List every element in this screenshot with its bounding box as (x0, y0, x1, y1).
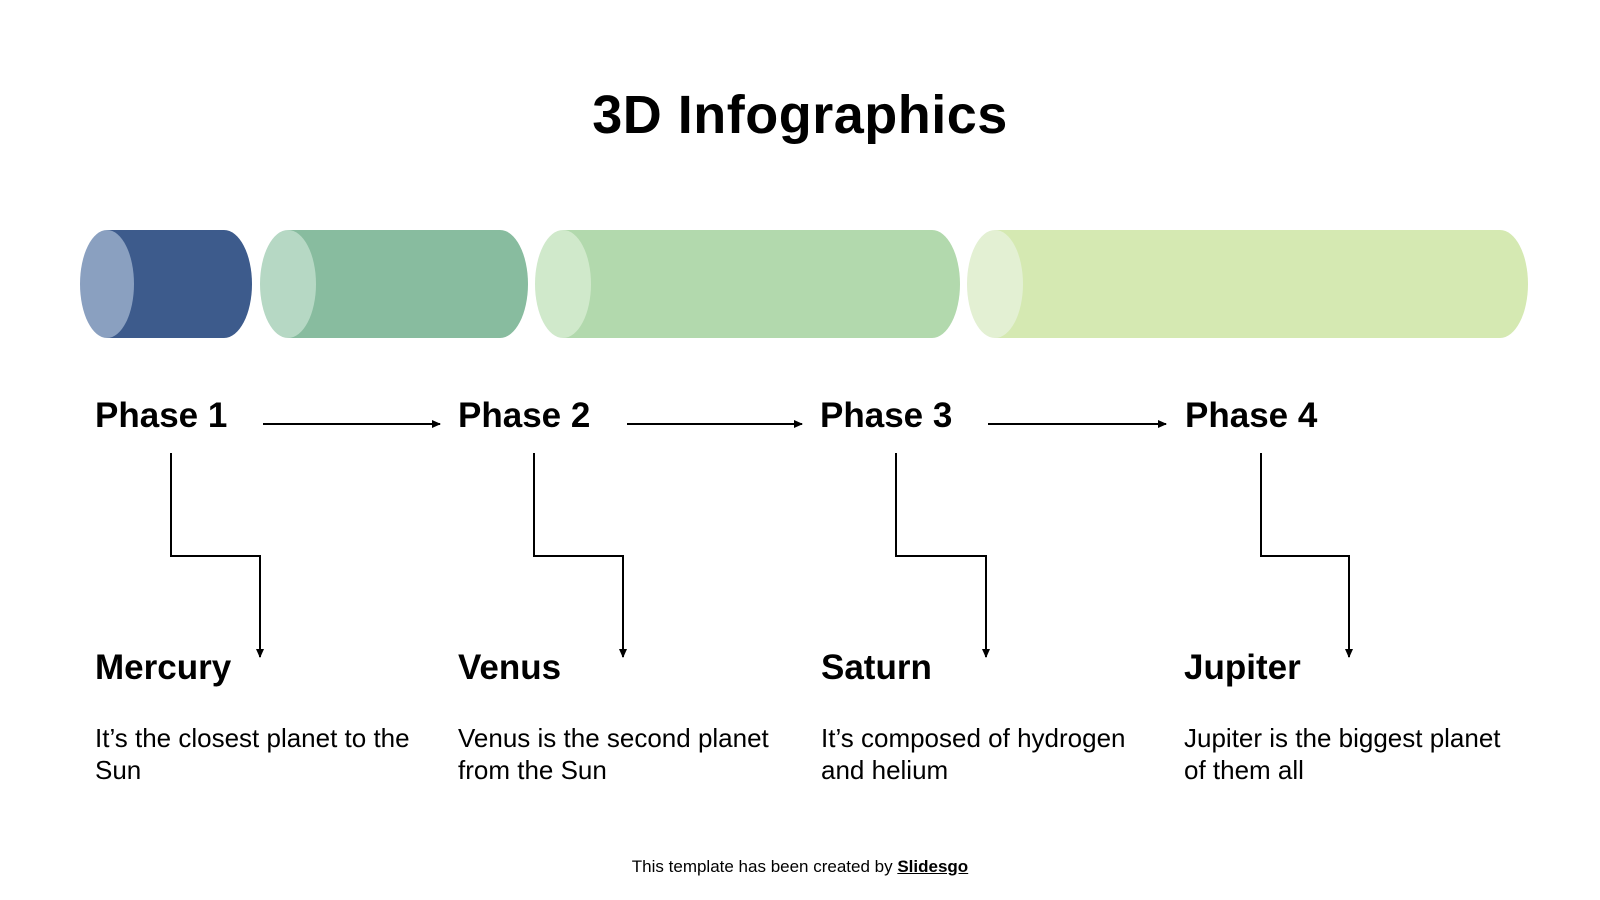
connector-phase4 (1260, 453, 1353, 658)
planet-4-description: Jupiter is the biggest planet of them al… (1184, 723, 1501, 785)
planet-1-description: It’s the closest planet to the Sun (95, 723, 410, 785)
planet-3-heading: Saturn (821, 648, 932, 687)
connector-phase2 (533, 453, 627, 658)
phase-2-label: Phase 2 (458, 396, 591, 435)
footer-text: This template has been created by (631, 857, 898, 876)
phase-1-label: Phase 1 (95, 396, 228, 435)
connector-phase3 (895, 453, 990, 658)
cylinder-segment-2 (260, 230, 528, 338)
planet-1-heading: Mercury (95, 648, 232, 687)
planet-4-heading: Jupiter (1184, 648, 1301, 687)
footer-credit: This template has been created by Slides… (0, 857, 1600, 877)
cylinder-segment-3 (535, 230, 960, 338)
phase-3-label: Phase 3 (820, 396, 953, 435)
planet-3-description: It’s composed of hydrogen and helium (821, 723, 1126, 785)
planet-2-heading: Venus (458, 648, 562, 687)
phase-4-label: Phase 4 (1185, 396, 1318, 435)
slidesgo-link[interactable]: Slidesgo (897, 857, 969, 876)
cylinder-segment-1 (80, 230, 252, 338)
cylinder-segment-4 (967, 230, 1528, 338)
connector-phase1 (170, 453, 264, 658)
page-title: 3D Infographics (592, 85, 1008, 145)
planet-2-description: Venus is the second planet from the Sun (458, 723, 769, 785)
